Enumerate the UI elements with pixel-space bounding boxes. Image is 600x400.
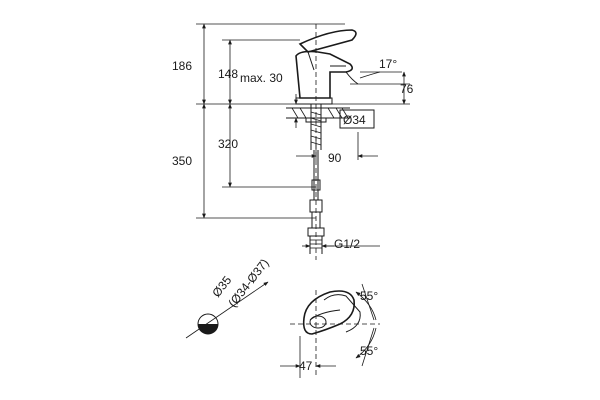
dim-148: 148 bbox=[218, 67, 238, 81]
mounting-hole: Ø35 (Ø34-Ø37) bbox=[185, 256, 272, 339]
top-view: Ø35 (Ø34-Ø37) 55° 55° 47 bbox=[185, 256, 380, 378]
dim-max-30: max. 30 bbox=[240, 71, 283, 85]
dim-angle-55-top: 55° bbox=[360, 289, 378, 303]
faucet-top-outline bbox=[290, 290, 380, 378]
side-view: 186 148 max. 30 17° 76 Ø34 350 320 90 bbox=[172, 23, 414, 260]
handle-rotation: 55° 55° bbox=[355, 283, 378, 367]
dim-g12: G1/2 bbox=[334, 237, 360, 251]
dim-76: 76 bbox=[400, 82, 414, 96]
dim-47: 47 bbox=[299, 359, 313, 373]
dim-90: 90 bbox=[328, 151, 342, 165]
dim-hole-34: Ø34 bbox=[343, 113, 366, 127]
dim-angle-17: 17° bbox=[379, 57, 397, 71]
faucet-body bbox=[295, 29, 359, 105]
dim-angle-55-bottom: 55° bbox=[360, 344, 378, 358]
dim-350: 350 bbox=[172, 154, 192, 168]
dim-320: 320 bbox=[218, 137, 238, 151]
dim-186: 186 bbox=[172, 59, 192, 73]
